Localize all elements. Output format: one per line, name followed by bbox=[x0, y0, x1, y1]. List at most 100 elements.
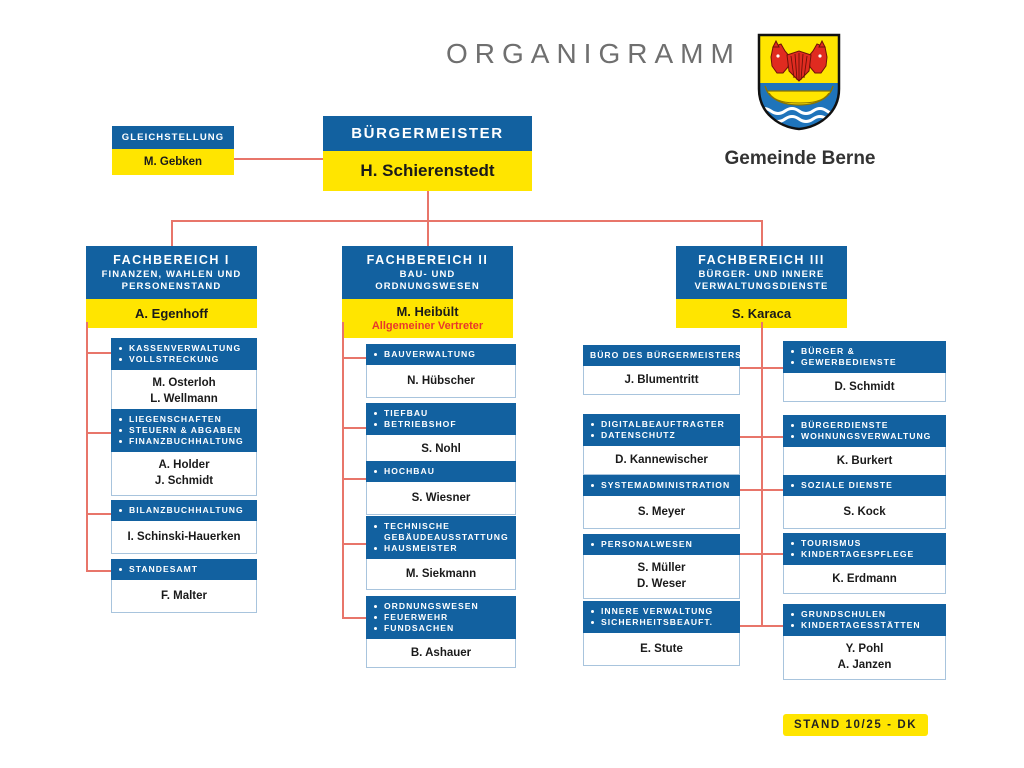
node-buergermeister[interactable]: BÜRGERMEISTER H. Schierenstedt bbox=[323, 116, 532, 191]
connector-drop-fb3 bbox=[761, 220, 763, 246]
fachbereich-3-subtitle: BÜRGER- UND INNERE VERWALTUNGSDIENSTE bbox=[694, 269, 829, 292]
unit-staff: N. Hübscher bbox=[366, 365, 516, 399]
unit-topic: HAUSMEISTER bbox=[371, 543, 511, 554]
unit-topic: BAUVERWALTUNG bbox=[371, 349, 511, 360]
connector-spine-fb3 bbox=[761, 322, 763, 627]
staff-name: A. Janzen bbox=[837, 659, 892, 672]
gleichstellung-name: M. Gebken bbox=[112, 149, 234, 175]
unit-soziale-dienste[interactable]: SOZIALE DIENSTE S. Kock bbox=[783, 475, 946, 530]
unit-bauverwaltung[interactable]: BAUVERWALTUNG N. Hübscher bbox=[366, 344, 516, 399]
unit-topics: TECHNISCHE GEBÄUDEAUSSTATTUNG HAUSMEISTE… bbox=[366, 516, 516, 559]
fachbereich-2-header: FACHBEREICH II BAU- UND ORDNUNGSWESEN bbox=[342, 246, 513, 300]
fachbereich-1-subtitle: FINANZEN, WAHLEN UND PERSONENSTAND bbox=[101, 269, 242, 292]
unit-topic: SICHERHEITSBEAUFT. bbox=[588, 617, 735, 628]
node-fachbereich-3[interactable]: FACHBEREICH III BÜRGER- UND INNERE VERWA… bbox=[676, 246, 847, 329]
staff-name: A. Holder bbox=[158, 459, 210, 471]
staff-name: N. Hübscher bbox=[407, 375, 475, 387]
connector-branch-fb2-5 bbox=[342, 617, 368, 619]
unit-topic: STANDESAMT bbox=[116, 564, 252, 575]
unit-topic: STEUERN & ABGABEN bbox=[116, 425, 252, 436]
unit-topics: BÜRGER & GEWERBEDIENSTE bbox=[783, 341, 946, 373]
unit-topic: VOLLSTRECKUNG bbox=[116, 354, 252, 365]
connector-branch-fb2-2 bbox=[342, 427, 368, 429]
unit-systemadministration[interactable]: SYSTEMADMINISTRATION S. Meyer bbox=[583, 475, 740, 530]
unit-topic: LIEGENSCHAFTEN bbox=[116, 414, 252, 425]
staff-name: K. Burkert bbox=[836, 455, 893, 467]
unit-liegenschaften[interactable]: LIEGENSCHAFTEN STEUERN & ABGABEN FINANZB… bbox=[111, 409, 257, 496]
unit-topic: SYSTEMADMINISTRATION bbox=[588, 480, 735, 491]
connector-branch-fb3-4 bbox=[739, 553, 783, 555]
unit-topic: GRUNDSCHULEN bbox=[788, 609, 941, 620]
staff-name: E. Stute bbox=[640, 643, 683, 655]
unit-topic: KINDERTAGESSTÄTTEN bbox=[788, 620, 941, 631]
unit-topics: BÜRGERDIENSTE WOHNUNGSVERWALTUNG bbox=[783, 415, 946, 447]
unit-staff: B. Ashauer bbox=[366, 639, 516, 669]
staff-name: B. Ashauer bbox=[410, 647, 472, 659]
unit-topic: WOHNUNGSVERWALTUNG bbox=[788, 431, 941, 442]
staff-name: M. Osterloh bbox=[152, 377, 216, 389]
fachbereich-2-lead: M. Heibült bbox=[396, 304, 459, 320]
unit-topics: BAUVERWALTUNG bbox=[366, 344, 516, 365]
unit-standesamt[interactable]: STANDESAMT F. Malter bbox=[111, 559, 257, 614]
unit-topic: ORDNUNGSWESEN bbox=[371, 601, 511, 612]
fachbereich-2-subtitle: BAU- UND ORDNUNGSWESEN bbox=[375, 269, 480, 292]
unit-personalwesen[interactable]: PERSONALWESEN S. Müller D. Weser bbox=[583, 534, 740, 599]
unit-staff: I. Schinski-Hauerken bbox=[111, 521, 257, 555]
unit-topics: ORDNUNGSWESEN FEUERWEHR FUNDSACHEN bbox=[366, 596, 516, 639]
unit-topics: TOURISMUS KINDERTAGESPFLEGE bbox=[783, 533, 946, 565]
unit-buero-des-buergermeisters[interactable]: BÜRO DES BÜRGERMEISTERS J. Blumentritt bbox=[583, 345, 742, 396]
unit-kassenverwaltung[interactable]: KASSENVERWALTUNG VOLLSTRECKUNG M. Osterl… bbox=[111, 338, 257, 414]
staff-name: S. Müller bbox=[637, 562, 686, 574]
unit-staff: E. Stute bbox=[583, 633, 740, 667]
connector-spine-fb1 bbox=[86, 322, 88, 570]
unit-topics: PERSONALWESEN bbox=[583, 534, 740, 555]
buergermeister-name: H. Schierenstedt bbox=[323, 151, 532, 191]
unit-grundschulen[interactable]: GRUNDSCHULEN KINDERTAGESSTÄTTEN Y. Pohl … bbox=[783, 604, 946, 680]
unit-hochbau[interactable]: HOCHBAU S. Wiesner bbox=[366, 461, 516, 516]
unit-digitalbeauftragter[interactable]: DIGITALBEAUFTRAGTER DATENSCHUTZ D. Kanne… bbox=[583, 414, 740, 476]
unit-topic: GEWERBEDIENSTE bbox=[788, 357, 941, 368]
unit-staff: Y. Pohl A. Janzen bbox=[783, 636, 946, 680]
municipality-name: Gemeinde Berne bbox=[724, 148, 876, 169]
fachbereich-3-title: FACHBEREICH III bbox=[698, 253, 825, 267]
connector-branch-fb3-5 bbox=[739, 625, 783, 627]
unit-staff: S. Kock bbox=[783, 496, 946, 530]
unit-topics: BÜRO DES BÜRGERMEISTERS bbox=[583, 345, 742, 366]
connector-spine-fb2 bbox=[342, 322, 344, 617]
node-fachbereich-1[interactable]: FACHBEREICH I FINANZEN, WAHLEN UND PERSO… bbox=[86, 246, 257, 329]
node-fachbereich-2[interactable]: FACHBEREICH II BAU- UND ORDNUNGSWESEN M.… bbox=[342, 246, 513, 339]
unit-topics: STANDESAMT bbox=[111, 559, 257, 580]
staff-name: L. Wellmann bbox=[150, 393, 218, 406]
unit-topics: HOCHBAU bbox=[366, 461, 516, 482]
unit-buergerdienste[interactable]: BÜRGERDIENSTE WOHNUNGSVERWALTUNG K. Burk… bbox=[783, 415, 946, 477]
connector-mayor-equality bbox=[234, 158, 324, 160]
connector-branch-fb3-2 bbox=[739, 436, 783, 438]
node-gleichstellung[interactable]: GLEICHSTELLUNG M. Gebken bbox=[112, 126, 234, 175]
connector-drop-fb2 bbox=[427, 220, 429, 246]
unit-topic: BÜRO DES BÜRGERMEISTERS bbox=[590, 350, 742, 360]
unit-buerger-gewerbedienste[interactable]: BÜRGER & GEWERBEDIENSTE D. Schmidt bbox=[783, 341, 946, 403]
connector-branch-fb1-3 bbox=[86, 513, 113, 515]
connector-branch-fb3-1 bbox=[739, 367, 783, 369]
page-title: ORGANIGRAMM bbox=[446, 38, 741, 69]
unit-technische-gebaeudeausstattung[interactable]: TECHNISCHE GEBÄUDEAUSSTATTUNG HAUSMEISTE… bbox=[366, 516, 516, 591]
unit-topic: TOURISMUS bbox=[788, 538, 941, 549]
unit-topic: DATENSCHUTZ bbox=[588, 430, 735, 441]
unit-tiefbau[interactable]: TIEFBAU BETRIEBSHOF S. Nohl bbox=[366, 403, 516, 465]
fachbereich-2-lead-wrap: M. Heibült Allgemeiner Vertreter bbox=[342, 299, 513, 339]
unit-tourismus[interactable]: TOURISMUS KINDERTAGESPFLEGE K. Erdmann bbox=[783, 533, 946, 595]
unit-ordnungswesen[interactable]: ORDNUNGSWESEN FEUERWEHR FUNDSACHEN B. As… bbox=[366, 596, 516, 669]
unit-topics: KASSENVERWALTUNG VOLLSTRECKUNG bbox=[111, 338, 257, 370]
unit-staff: D. Kannewischer bbox=[583, 446, 740, 476]
unit-topic: SOZIALE DIENSTE bbox=[788, 480, 941, 491]
unit-staff: M. Osterloh L. Wellmann bbox=[111, 370, 257, 414]
unit-topic: KASSENVERWALTUNG bbox=[116, 343, 252, 354]
staff-name: F. Malter bbox=[160, 590, 207, 602]
unit-bilanzbuchhaltung[interactable]: BILANZBUCHHALTUNG I. Schinski-Hauerken bbox=[111, 500, 257, 555]
unit-topic: DIGITALBEAUFTRAGTER bbox=[588, 419, 735, 430]
fachbereich-1-header: FACHBEREICH I FINANZEN, WAHLEN UND PERSO… bbox=[86, 246, 257, 300]
unit-staff: S. Wiesner bbox=[366, 482, 516, 516]
connector-branch-fb1-4 bbox=[86, 570, 113, 572]
staff-name: M. Siekmann bbox=[405, 568, 477, 580]
unit-innere-verwaltung[interactable]: INNERE VERWALTUNG SICHERHEITSBEAUFT. E. … bbox=[583, 601, 740, 667]
